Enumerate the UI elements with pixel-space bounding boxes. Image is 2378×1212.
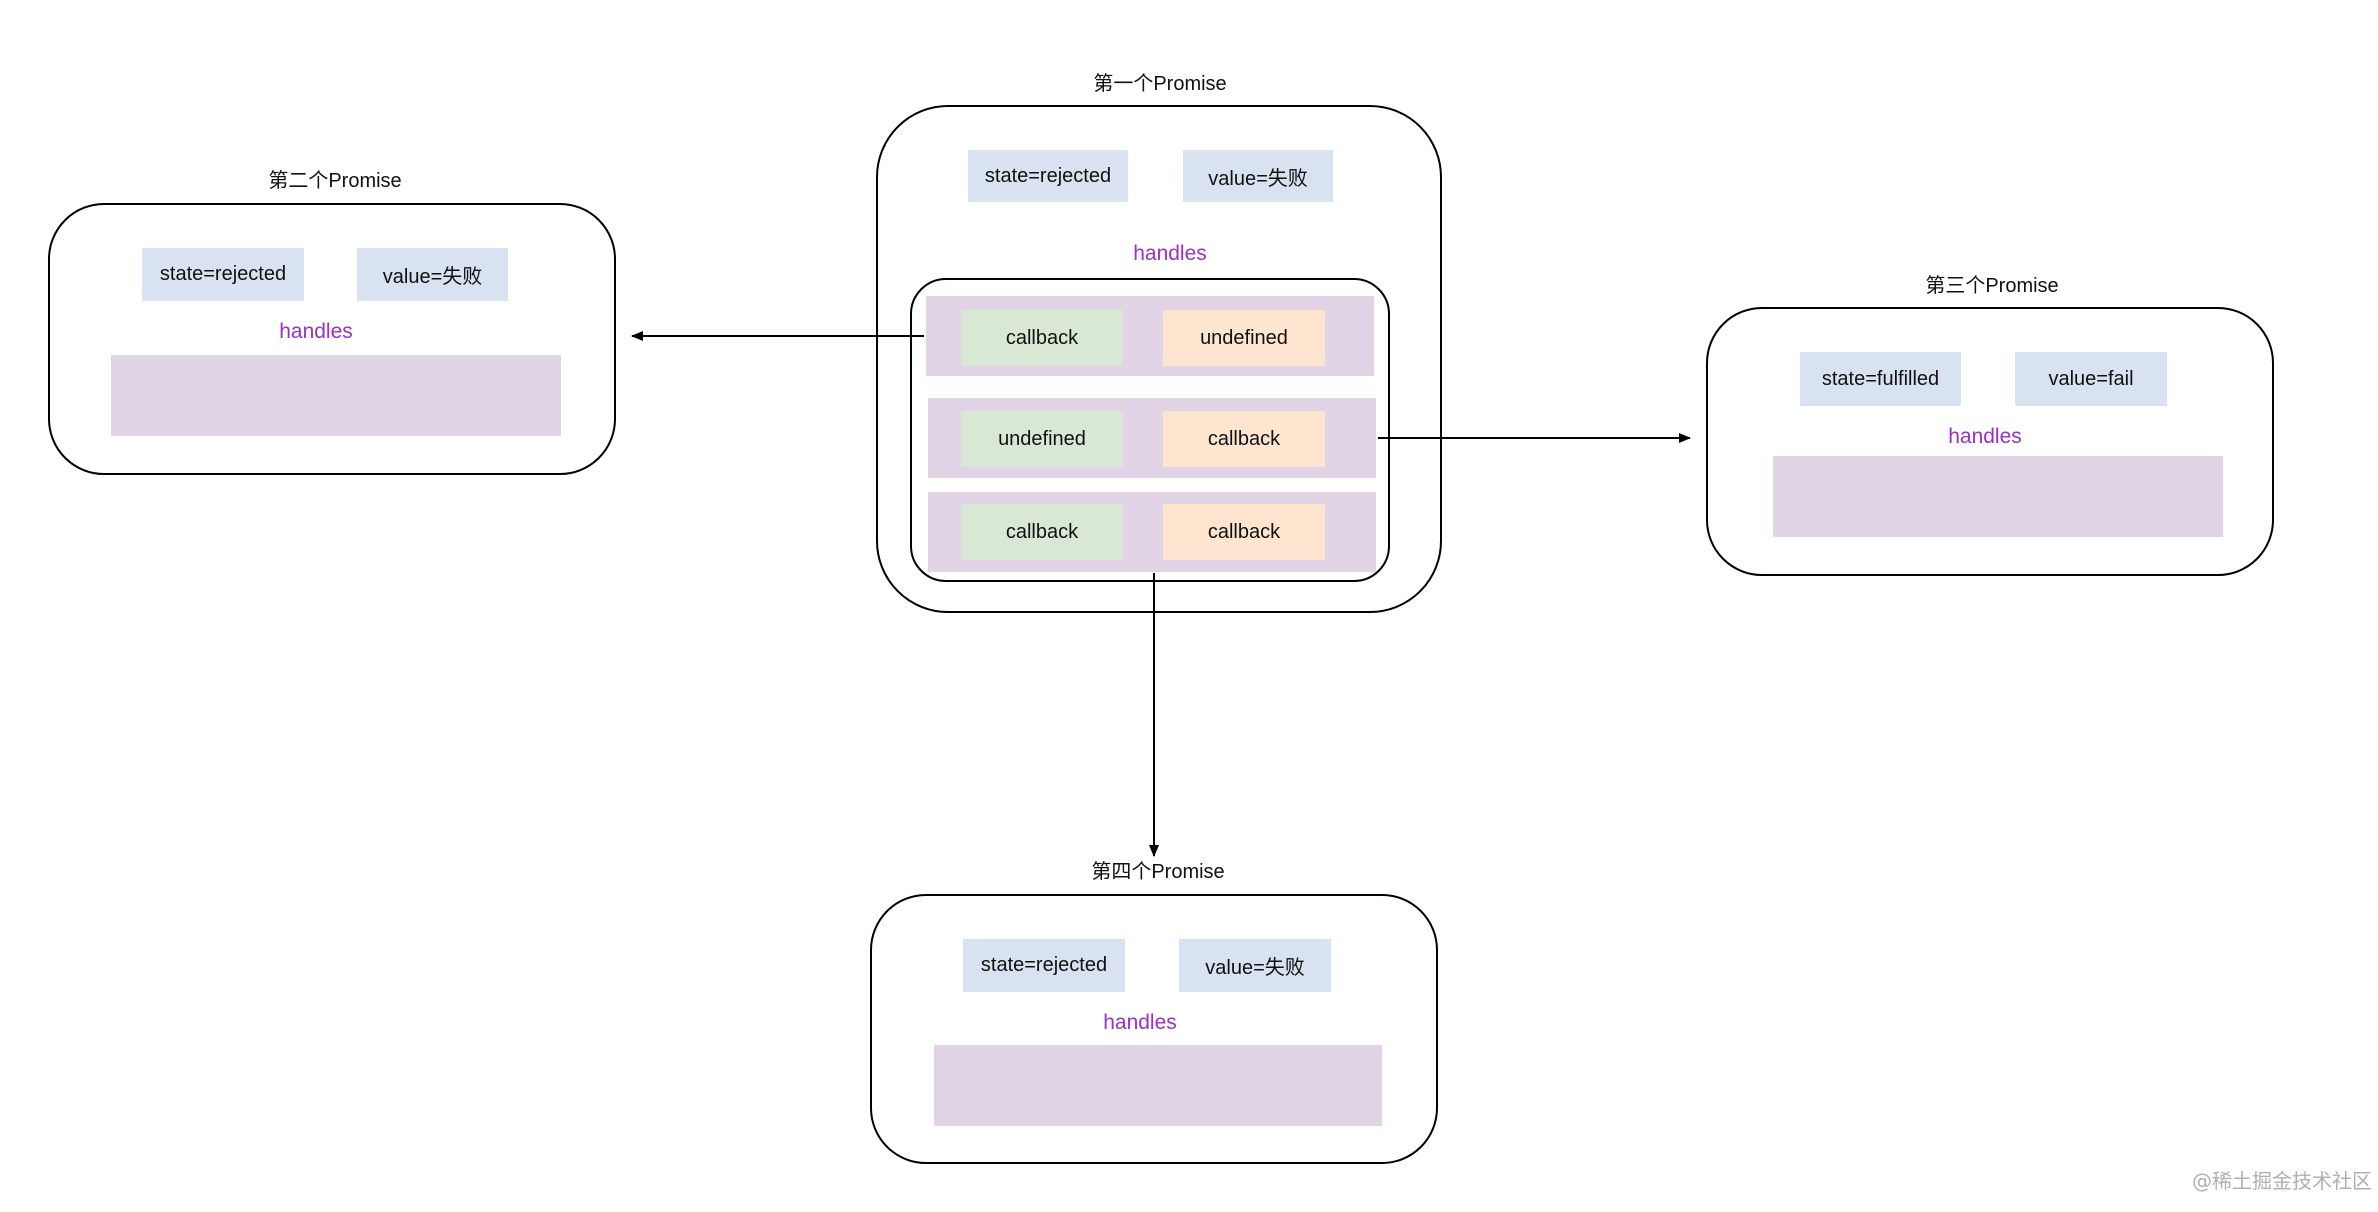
watermark: @稀土掘金技术社区	[2192, 1169, 2372, 1193]
second-promise-value: value=失败	[357, 248, 508, 301]
fourth-promise-box	[870, 894, 1438, 1164]
third-promise-handles-label: handles	[1948, 425, 2022, 448]
handler-row-3-onfulfilled: callback	[961, 504, 1123, 560]
first-promise-value: value=失败	[1183, 150, 1333, 202]
third-promise-state: state=fulfilled	[1800, 352, 1961, 406]
handler-row-2-onfulfilled: undefined	[961, 411, 1123, 467]
fourth-promise-handles-lane	[934, 1045, 1382, 1126]
handler-row-2-onrejected: callback	[1163, 411, 1325, 467]
first-promise-title: 第一个Promise	[1093, 73, 1227, 95]
first-promise-handles-label: handles	[1133, 242, 1207, 265]
first-promise-state: state=rejected	[968, 150, 1128, 202]
second-promise-title: 第二个Promise	[268, 170, 402, 192]
fourth-promise-handles-label: handles	[1103, 1011, 1177, 1034]
third-promise-title: 第三个Promise	[1925, 275, 2059, 297]
fourth-promise-state: state=rejected	[963, 939, 1125, 992]
second-promise-handles-label: handles	[279, 320, 353, 343]
third-promise-box	[1706, 307, 2274, 576]
handler-row-3-onrejected: callback	[1163, 504, 1325, 560]
second-promise-box	[48, 203, 616, 475]
handler-row-1-onfulfilled: callback	[961, 310, 1123, 366]
fourth-promise-title: 第四个Promise	[1091, 861, 1225, 883]
second-promise-state: state=rejected	[142, 248, 304, 301]
third-promise-value: value=fail	[2015, 352, 2167, 406]
fourth-promise-value: value=失败	[1179, 939, 1331, 992]
third-promise-handles-lane	[1773, 456, 2223, 537]
second-promise-handles-lane	[111, 355, 561, 436]
handler-row-1-onrejected: undefined	[1163, 310, 1325, 366]
first-promise-box	[876, 105, 1442, 613]
first-promise-handles-container	[910, 278, 1390, 582]
